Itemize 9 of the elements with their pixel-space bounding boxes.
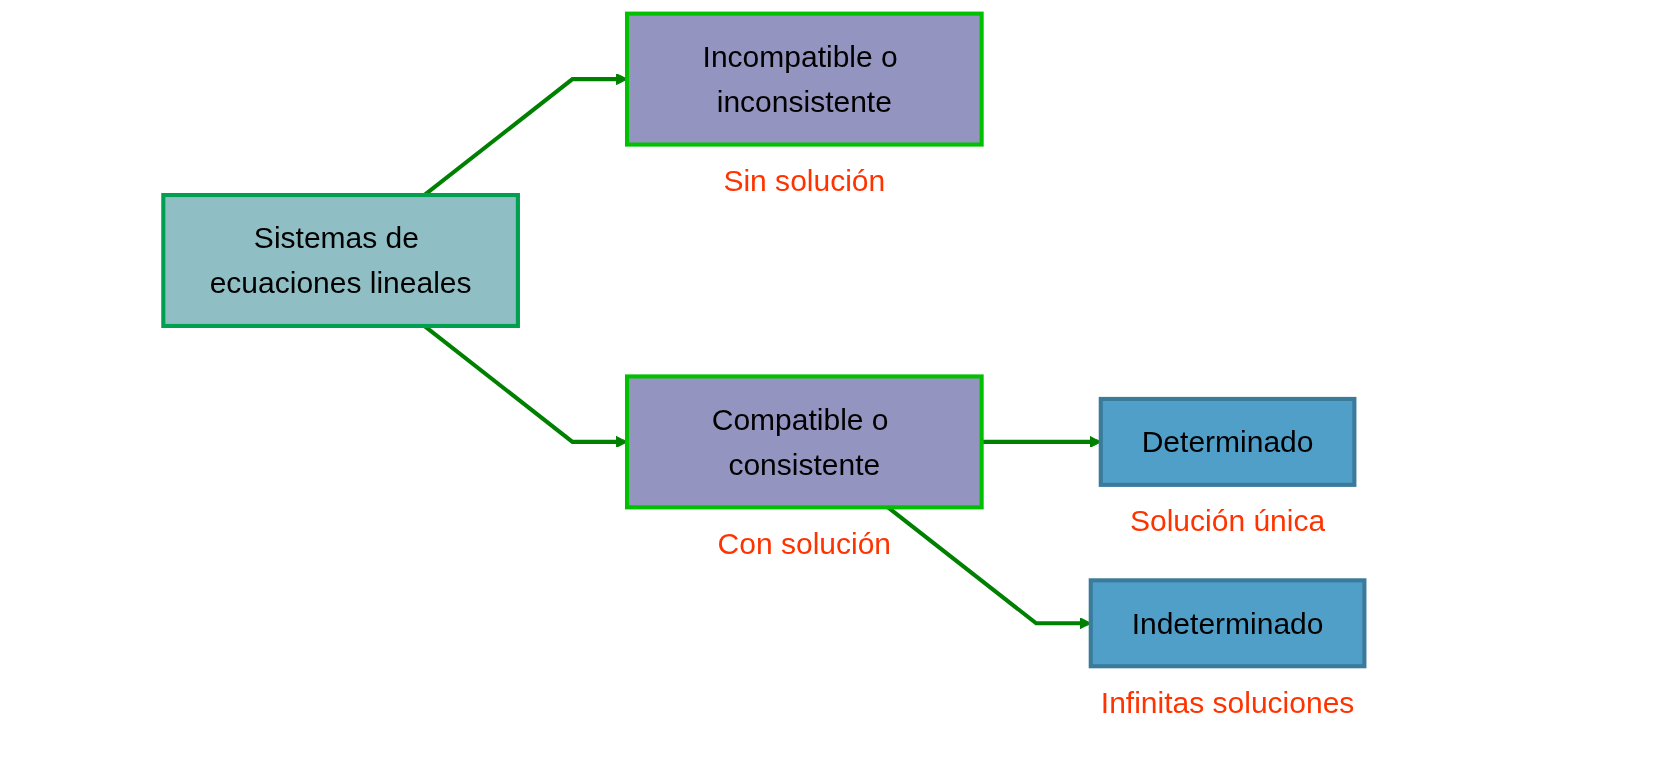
node-label: Con solución <box>717 526 892 561</box>
node-box: Sistemas de ecuaciones lineales <box>161 193 520 328</box>
node-box: Incompatible o inconsistente <box>624 11 984 147</box>
node-box: Determinado <box>1098 396 1357 487</box>
node-box: Indeterminado <box>1088 578 1367 669</box>
node-label: Sin solución <box>723 163 886 198</box>
node-label: Solución única <box>1129 503 1326 539</box>
node-label: Infinitas soluciones <box>1100 685 1355 720</box>
node-box: Compatible o consistente <box>624 374 984 510</box>
